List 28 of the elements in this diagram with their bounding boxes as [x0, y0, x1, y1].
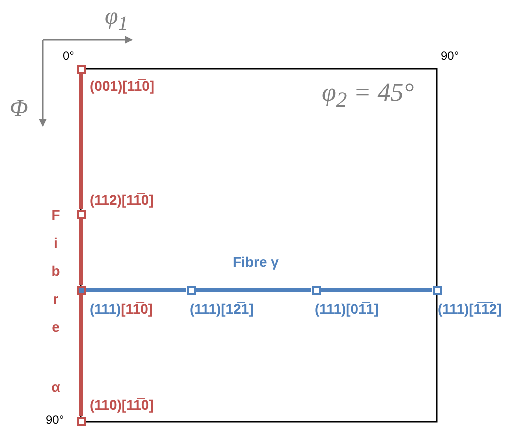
orientation-label: (111)[11̅0]	[90, 301, 154, 317]
section-label: φ$_{2}$ = 45°	[322, 78, 414, 114]
fibre-label: Fibre γ	[233, 254, 279, 270]
fibre-line	[79, 74, 83, 210]
axis-label: Φ	[10, 96, 28, 123]
marker-square	[76, 416, 86, 426]
fibre-line	[196, 288, 312, 292]
orientation-label: (111)[1̅1̅2]	[438, 301, 502, 317]
orientation-label: (112)[11̅0]	[90, 192, 154, 208]
fibre-line	[86, 288, 186, 292]
tick-label: 90°	[441, 49, 460, 63]
orientation-label: (111)[01̅1]	[315, 301, 379, 317]
marker-square	[186, 286, 196, 294]
tick-label: 90°	[46, 413, 64, 427]
marker-square	[76, 286, 86, 294]
marker-square	[76, 210, 86, 218]
tick-label: 0°	[63, 49, 74, 63]
fibre-label: Fibre α	[48, 207, 64, 407]
orientation-label: (111)[12̅1]	[190, 301, 254, 317]
marker-square	[312, 286, 320, 294]
axis-label: φ$_{1}$	[105, 4, 128, 36]
orientation-label: (110)[11̅0]	[90, 397, 154, 413]
marker-square	[76, 64, 86, 74]
orientation-label: (001)[11̅0]	[90, 78, 155, 94]
marker-square	[432, 286, 442, 294]
fibre-line	[320, 288, 432, 292]
fibre-line	[79, 218, 83, 286]
fibre-line	[79, 294, 83, 416]
